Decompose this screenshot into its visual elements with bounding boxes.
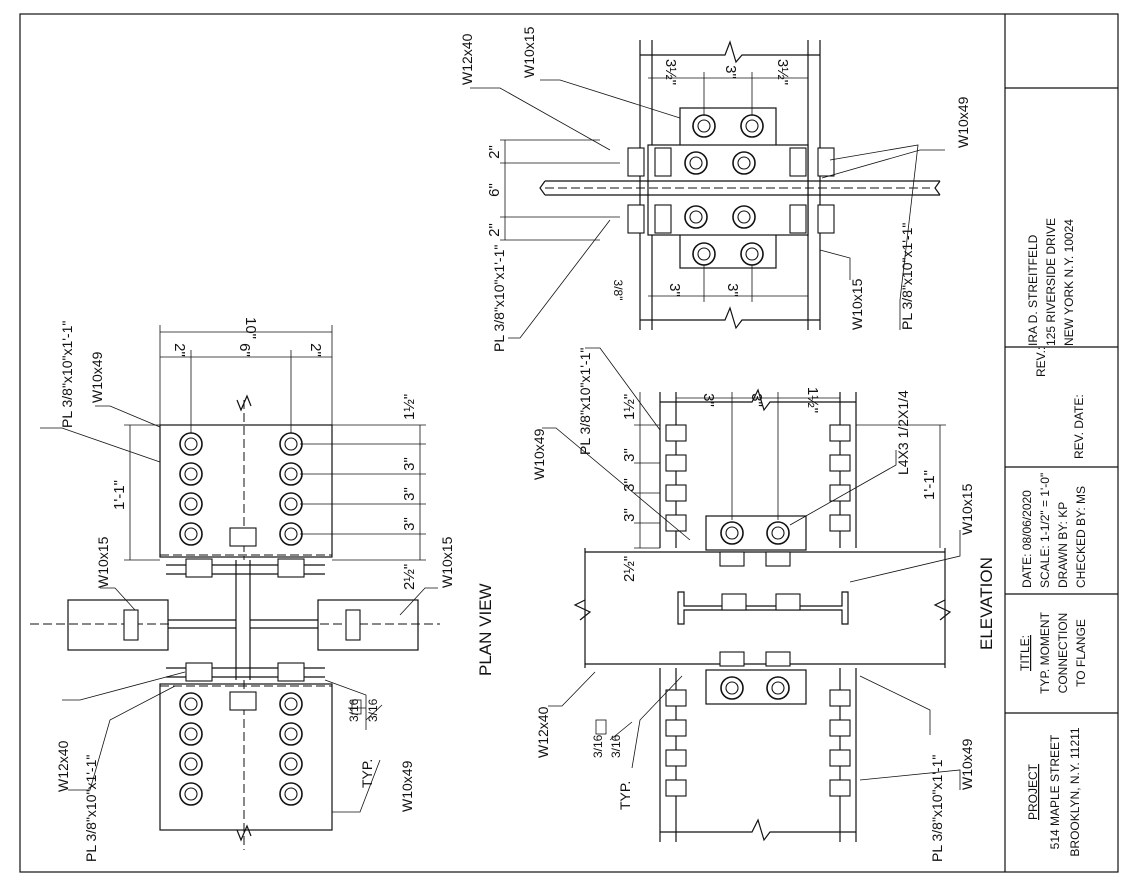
engineer-address2: NEW YORK N.Y. 10024 [1062, 219, 1076, 346]
plan-view: PL 3/8"x10"x1'-1" W10x49 W10x15 W10x15 W… [30, 317, 495, 862]
plan-w10x49-bottom-label: W10x49 [399, 760, 415, 812]
elev-w10x49-label: W10x49 [531, 428, 547, 480]
elev-w12x40-label: W12x40 [535, 706, 551, 758]
topright-dim-2b: 2" [486, 223, 503, 237]
plan-bottom-bolts [179, 692, 303, 806]
topright-dim-6: 6" [486, 183, 503, 197]
topright-w10x49-label: W10x49 [955, 96, 971, 148]
elev-dim-t3: 1½" [804, 387, 821, 413]
top-right-view: W12x40 W10x15 W10x49 3½" 3" 3½" 2" 6" 2"… [459, 26, 971, 352]
checked-by-text: CHECKED BY: MS [1074, 486, 1088, 588]
topright-dim-b3: 3/8" [611, 280, 625, 301]
elev-plate-bottom-label: PL 3/8"x10"x1'-1" [929, 755, 945, 862]
topright-plate-left-label: PL 3/8"x10"x1'-1" [491, 245, 507, 352]
elev-column-bolts [665, 424, 851, 797]
elev-dim-3a: 3" [621, 448, 638, 462]
plan-weld-top: 3/16 [347, 698, 361, 722]
plan-plate-top-label: PL 3/8"x10"x1'-1" [59, 321, 75, 428]
elevation-title: ELEVATION [977, 557, 996, 650]
topright-dim-t2: 3" [722, 65, 739, 79]
plan-w10x15-left-label: W10x15 [95, 536, 111, 588]
project-address-line1: 514 MAPLE STREET [1048, 734, 1062, 849]
elev-plate-top-label: PL 3/8"x10"x1'-1" [577, 348, 593, 455]
plan-dim-3b: 3" [401, 487, 418, 501]
plan-dim-3c: 3" [401, 517, 418, 531]
topright-w10x15-top-label: W10x15 [521, 26, 537, 78]
sheet-border [19, 13, 1119, 873]
elev-weld-top: 3/16 [591, 734, 605, 758]
topright-bolts [684, 114, 764, 266]
elev-typ-label: TYP. [617, 781, 633, 810]
elev-angle-label: L4X3 1/2X1/4 [895, 390, 911, 475]
plan-dim-2b: 2" [307, 343, 324, 357]
engineer-info: IRA D. STREITFELD 125 RIVERSIDE DRIVE NE… [1026, 218, 1076, 346]
date-text: DATE: 08/06/2020 [1020, 490, 1034, 588]
title-block: PROJECT 514 MAPLE STREET BROOKLYN, N.Y. … [1004, 14, 1118, 872]
elev-weld-bottom: 3/16 [609, 734, 623, 758]
project-label: PROJECT [1026, 763, 1040, 820]
elev-dim-edge-bottom: 2½" [621, 556, 638, 582]
elev-dim-edge: 1½" [621, 394, 638, 420]
plan-view-title: PLAN VIEW [476, 583, 495, 676]
elev-w10x49-bottom-label: W10x49 [959, 738, 975, 790]
plan-typ-label: TYP. [359, 759, 375, 788]
elev-w10x15-label: W10x15 [959, 483, 975, 535]
plan-dim-2a: 2" [171, 343, 188, 357]
revision-info: REV.: REV. DATE: [1034, 347, 1086, 459]
topright-dim-t3: 3½" [774, 59, 791, 85]
plan-dim-edge-bottom: 2½" [401, 564, 418, 590]
plan-dim-edge-top: 1½" [401, 394, 418, 420]
topright-dim-2a: 2" [486, 145, 503, 159]
elev-dim-overall: 1'-1" [921, 470, 938, 500]
plan-plate-bottom-label: PL 3/8"x10"x1'-1" [83, 755, 99, 862]
plan-dim-width: 10" [242, 317, 259, 339]
topright-dim-t1: 3½" [662, 59, 679, 85]
elevation-view: W10x49 PL 3/8"x10"x1'-1" 1½" 3" 3" 3" 2½… [531, 347, 996, 862]
plan-weld-bottom: 3/16 [366, 698, 380, 722]
topright-w10x15-bottom-label: W10x15 [849, 278, 865, 330]
topright-w12x40-label: W12x40 [459, 33, 475, 85]
scale-text: SCALE: 1-1/2" = 1'-0" [1038, 473, 1052, 588]
rev-text: REV.: [1034, 347, 1048, 377]
drawing-info: DATE: 08/06/2020 SCALE: 1-1/2" = 1'-0" D… [1020, 473, 1088, 588]
plan-dim-6: 6" [236, 343, 253, 357]
elev-dim-t1: 3" [700, 393, 717, 407]
elev-dim-3b: 3" [621, 478, 638, 492]
elev-dim-3c: 3" [621, 508, 638, 522]
engineer-address1: 125 RIVERSIDE DRIVE [1044, 218, 1058, 346]
plan-w10x49-label: W10x49 [89, 351, 105, 403]
engineer-name: IRA D. STREITFELD [1026, 234, 1040, 346]
title-info: TITLE: TYP. MOMENT CONNECTION TO FLANGE [1018, 611, 1088, 693]
title-line1: TYP. MOMENT [1038, 611, 1052, 693]
title-line3: TO FLANGE [1074, 619, 1088, 687]
topright-plate-right-label: PL 3/8"x10"x1'-1" [899, 223, 915, 330]
project-info: PROJECT 514 MAPLE STREET BROOKLYN, N.Y. … [1026, 727, 1082, 857]
elev-dim-t2: 3" [748, 393, 765, 407]
rev-date-text: REV. DATE: [1072, 394, 1086, 459]
topright-dim-b1: 3" [666, 283, 683, 297]
topright-dim-b2: 3" [724, 283, 741, 297]
drawn-by-text: DRAWN BY: KP [1056, 502, 1070, 588]
plan-dim-3a: 3" [401, 457, 418, 471]
plan-w10x15-right-label: W10x15 [439, 536, 455, 588]
plan-w12x40-label: W12x40 [55, 740, 71, 792]
title-label: TITLE: [1018, 635, 1032, 671]
title-line2: CONNECTION [1056, 613, 1070, 694]
plan-dim-overall: 1'-1" [111, 480, 128, 510]
project-address-line2: BROOKLYN, N.Y. 11211 [1068, 727, 1082, 857]
